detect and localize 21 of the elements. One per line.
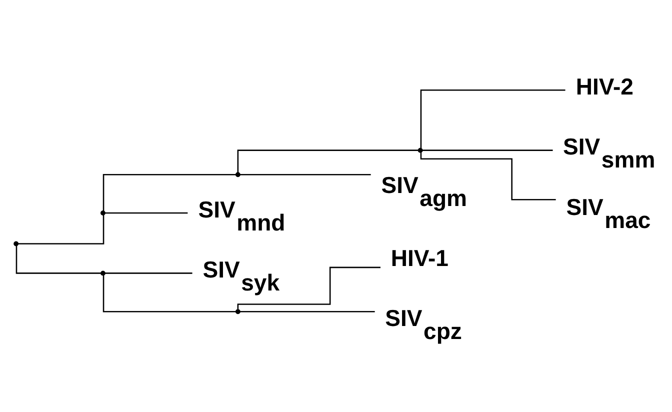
node-point: [100, 210, 106, 216]
connector: [422, 150, 553, 151]
connector: [240, 174, 371, 176]
connector: [240, 310, 375, 312]
node-point: [418, 148, 423, 153]
connector: [420, 90, 566, 148]
node-text: HIV-1: [390, 245, 448, 272]
connector: [102, 174, 236, 211]
connector: [237, 266, 380, 310]
node-point: [235, 172, 240, 178]
node-point: [100, 270, 106, 276]
node-point: [235, 309, 240, 314]
connector: [102, 275, 236, 312]
connector: [104, 272, 192, 274]
connector: [237, 150, 418, 173]
connector: [104, 212, 188, 214]
connector: [18, 215, 104, 244]
connector: [16, 246, 101, 274]
node-text: HIV-2: [576, 74, 634, 100]
connector: [420, 152, 556, 200]
node-point: [14, 241, 19, 246]
